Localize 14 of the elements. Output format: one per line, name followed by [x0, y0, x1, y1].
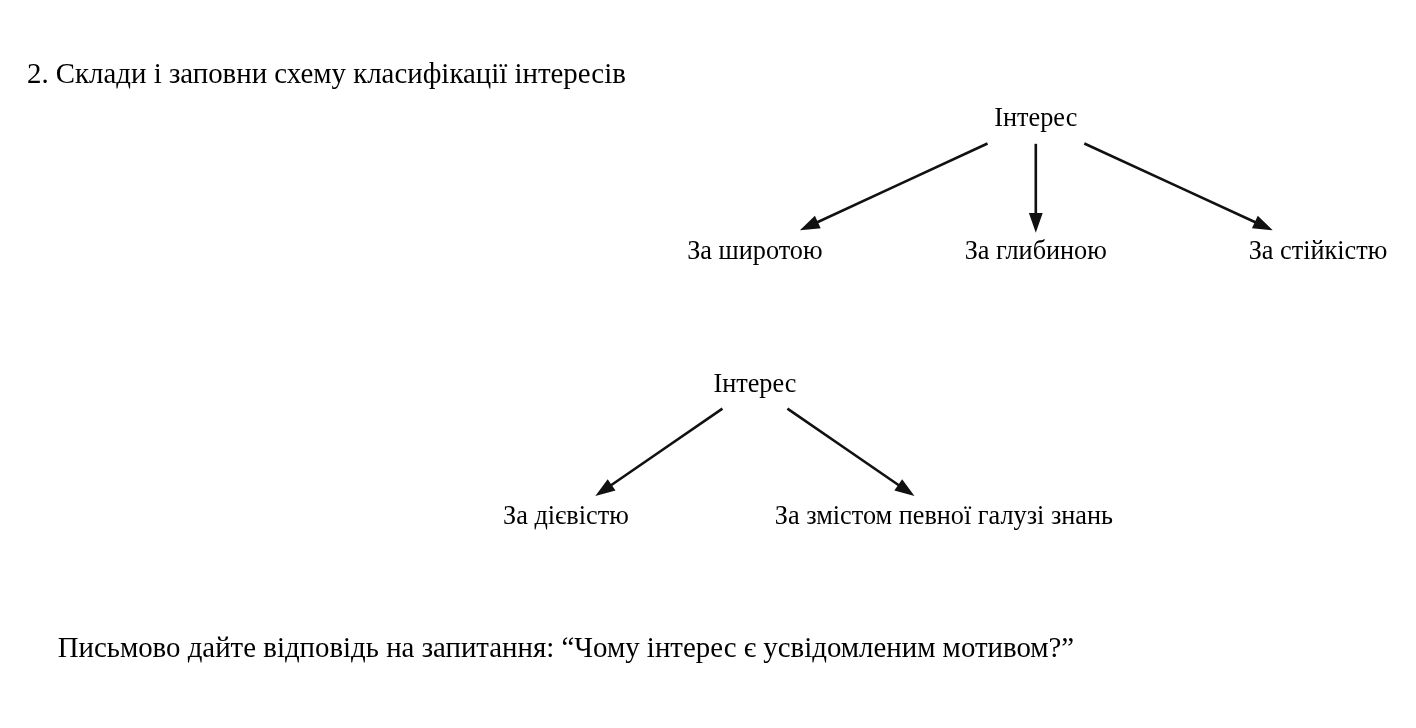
arrow [1083, 142, 1273, 231]
arrow [595, 407, 724, 497]
arrow [1028, 143, 1043, 233]
diagram-title: 2. Склади і заповни схему класифікації інтересів [26, 56, 626, 89]
node-text: Інтерес [713, 368, 797, 398]
node-text: За дієвістю [503, 501, 629, 531]
node-text: Інтерес [994, 103, 1078, 133]
caption: Письмово дайте відповідь на запитання: “Чому інтерес є усвідомленим мотивом?” [57, 631, 1075, 664]
node-text: За широтою [687, 236, 823, 265]
arrow [799, 142, 989, 231]
node-text: За стійкістю [1248, 236, 1388, 265]
node-text: За глибиною [964, 236, 1107, 265]
node-text: За змістом певної галузі знань [774, 501, 1113, 531]
arrow [786, 407, 915, 497]
